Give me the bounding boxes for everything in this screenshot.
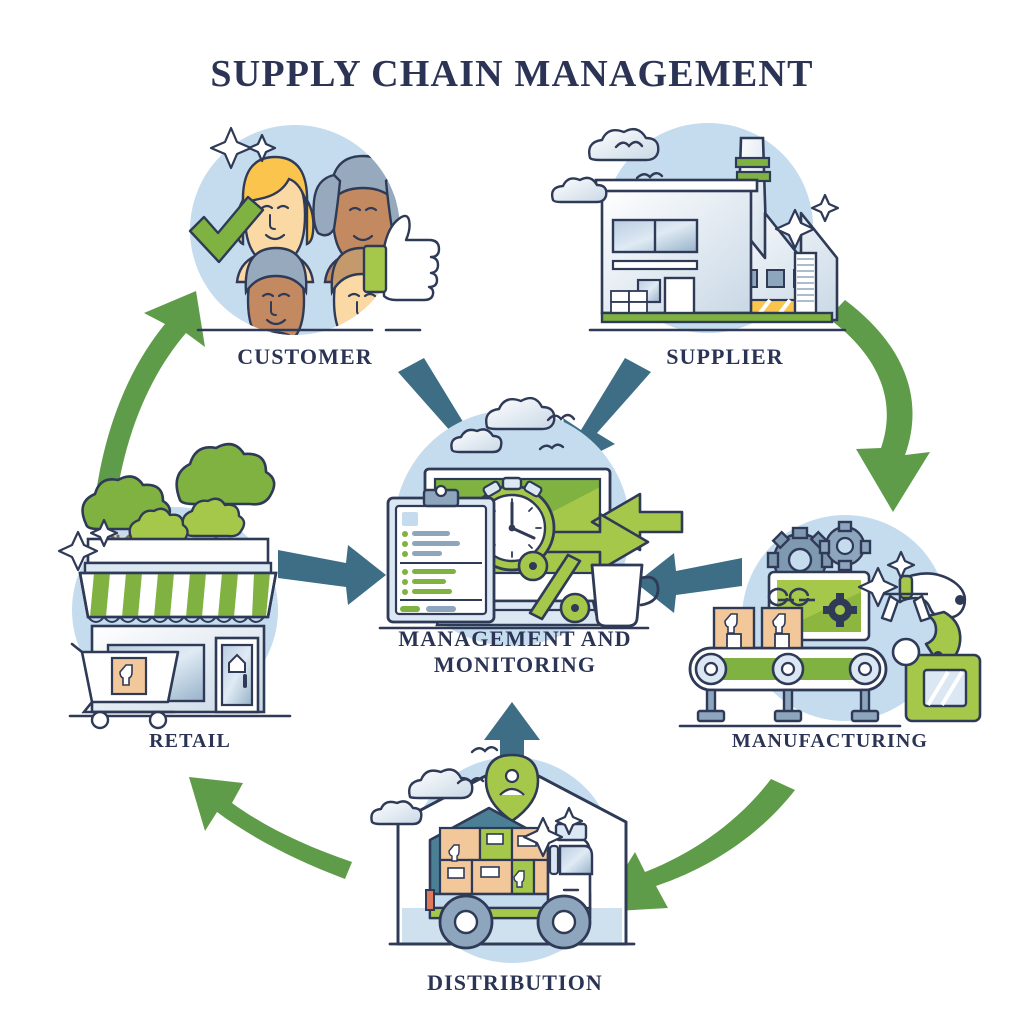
arrow-manufacturing-to-center — [636, 553, 742, 613]
vent-icon — [793, 251, 818, 315]
cloud-icon — [550, 127, 660, 204]
sparkle-icon — [857, 550, 916, 608]
label-supplier: SUPPLIER — [666, 344, 784, 369]
arrow-retail-to-center — [278, 545, 386, 605]
factory-office — [594, 178, 759, 316]
arrow-distribution-to-retail — [189, 777, 352, 879]
thumbs-up-icon — [362, 214, 441, 302]
location-pin-icon — [484, 753, 540, 823]
node-center[interactable] — [378, 396, 684, 646]
arrow-supplier-to-manufacturing — [828, 300, 930, 512]
arrow-distribution-to-center — [484, 702, 540, 788]
cloud-icon — [450, 396, 556, 454]
check-icon — [188, 195, 265, 264]
arrow-retail-to-customer — [95, 291, 205, 501]
bird-icon — [538, 413, 576, 451]
clipboard-icon — [386, 484, 496, 624]
tree-icon — [81, 442, 276, 562]
robot-arm-icon — [880, 572, 982, 723]
sparkle-icon — [774, 193, 840, 250]
conveyor-belt-icon — [678, 646, 902, 728]
cloud-icon — [370, 768, 474, 826]
bird-icon — [456, 746, 499, 785]
shopping-cart-icon — [70, 642, 180, 730]
node-distribution[interactable] — [370, 746, 636, 963]
coffee-cup-icon — [590, 563, 660, 628]
arrow-manufacturing-to-distribution — [598, 779, 795, 912]
avatar-3 — [239, 246, 313, 335]
label-customer: CUSTOMER — [237, 344, 373, 369]
node-customer[interactable] — [188, 125, 441, 362]
bird-icon — [614, 140, 664, 180]
node-retail[interactable] — [57, 442, 292, 730]
label-manufacturing: MANUFACTURING — [731, 730, 929, 752]
sparkle-icon — [522, 806, 584, 858]
package-box-icon — [712, 606, 804, 650]
percent-icon — [517, 550, 591, 624]
label-distribution: DISTRIBUTION — [427, 970, 603, 995]
label-management-and-monitoring: MANAGEMENT AND MONITORING — [398, 626, 632, 677]
node-manufacturing[interactable] — [678, 515, 982, 728]
page-title: SUPPLY CHAIN MANAGEMENT — [210, 53, 814, 95]
sparkle-icon — [57, 518, 119, 572]
sparkle-icon — [209, 126, 277, 170]
label-retail: RETAIL — [149, 730, 231, 752]
node-supplier[interactable] — [550, 123, 847, 335]
